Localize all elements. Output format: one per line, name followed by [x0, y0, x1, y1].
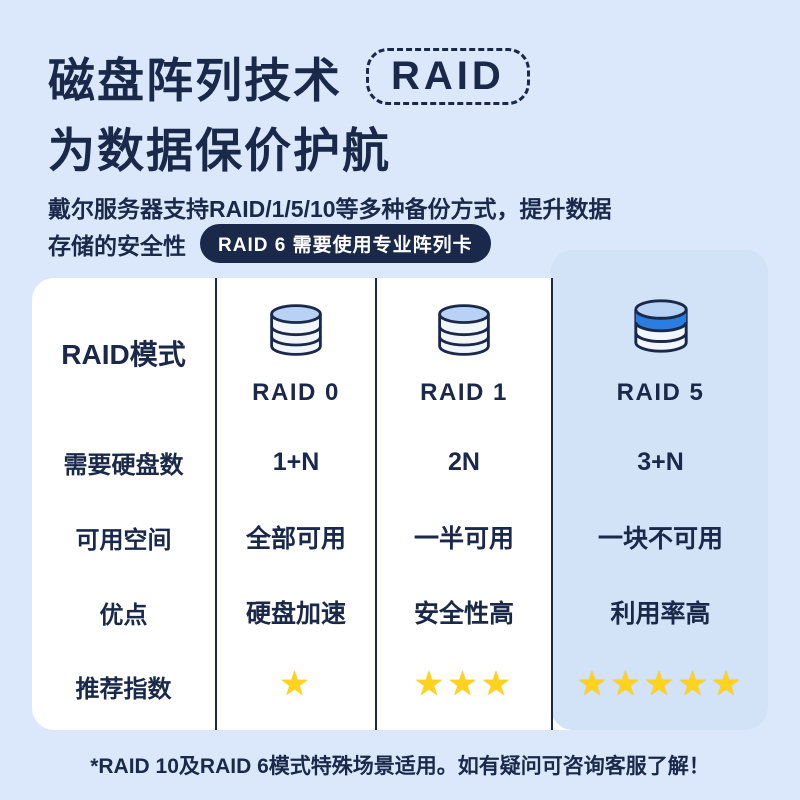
row-label-rating: 推荐指数 [75, 675, 172, 703]
column-divider [215, 278, 217, 730]
footer-note: *RAID 10及RAID 6模式特殊场景适用。如有疑问可咨询客服了解！ [90, 755, 710, 778]
row-label-disks-needed: 需要硬盘数 [63, 451, 184, 479]
page-title-row: 磁盘阵列技术 RAID [48, 42, 530, 111]
subtitle-line2: 存储的安全性 RAID 6 需要使用专业阵列卡 [48, 224, 491, 263]
raid0-star-rating: ★ [279, 665, 313, 703]
raid-mode-header: RAID模式 [61, 339, 186, 370]
raid0-advantage: 硬盘加速 [245, 600, 346, 628]
row-label-advantage: 优点 [99, 601, 148, 629]
page-title-line1: 磁盘阵列技术 [48, 54, 342, 107]
page-title-line2: 为数据保价护航 [48, 124, 391, 177]
raid1-advantage: 安全性高 [413, 600, 514, 628]
raid5-disks: 3+N [637, 447, 684, 476]
row-label-usable-space: 可用空间 [75, 526, 172, 554]
subtitle-line1: 戴尔服务器支持RAID/1/5/10等多种备份方式，提升数据 [48, 196, 612, 222]
raid5-star-rating: ★★★★★ [576, 665, 745, 703]
raid-dashed-pill: RAID [366, 48, 530, 105]
raid1-disks: 2N [448, 447, 480, 476]
column-divider [375, 278, 377, 730]
disk-icon-raid5 [553, 294, 768, 358]
subtitle-line2-text: 存储的安全性 [48, 232, 186, 259]
raid0-name: RAID 0 [252, 379, 340, 406]
disk-icon-raid1 [377, 298, 551, 362]
raid5-advantage: 利用率高 [610, 600, 711, 628]
raid0-space: 全部可用 [245, 525, 346, 553]
raid0-disks: 1+N [272, 447, 320, 476]
raid1-name: RAID 1 [420, 379, 508, 406]
raid1-star-rating: ★★★ [413, 665, 515, 703]
raid6-badge: RAID 6 需要使用专业阵列卡 [200, 224, 491, 263]
disk-icon-raid0 [217, 298, 375, 362]
raid1-space: 一半可用 [413, 525, 514, 553]
raid5-name: RAID 5 [616, 379, 705, 406]
column-divider [551, 278, 553, 730]
raid5-space: 一块不可用 [597, 525, 723, 553]
